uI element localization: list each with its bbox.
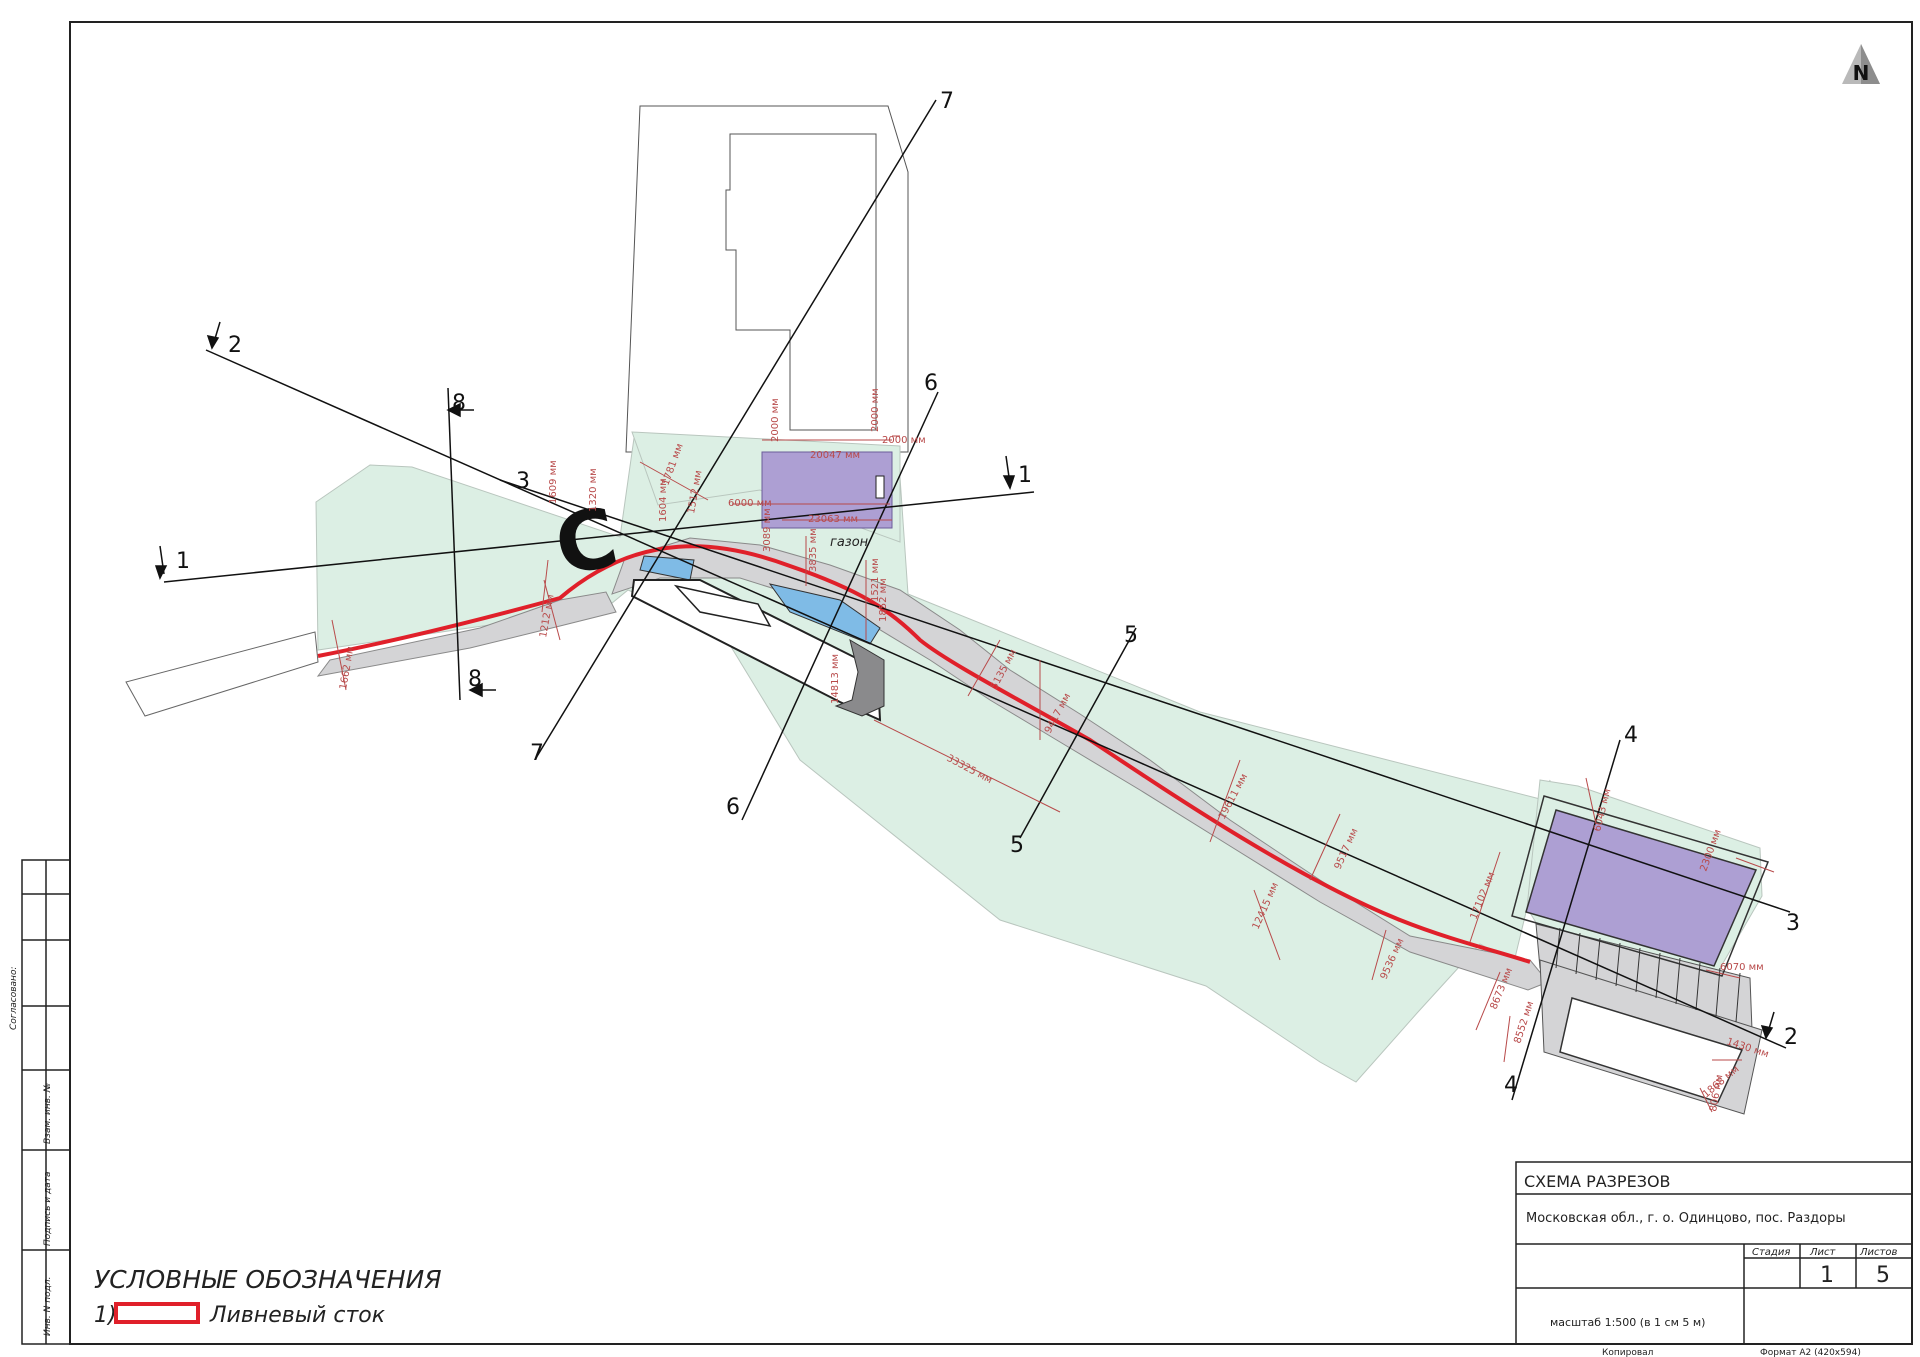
section-arrows bbox=[154, 321, 1775, 1040]
sheets-value: 5 bbox=[1876, 1263, 1890, 1288]
section-mark-7-south: 7 bbox=[530, 741, 544, 766]
scale-label: масштаб 1:500 (в 1 см 5 м) bbox=[1550, 1316, 1705, 1329]
inv-no-label: Взам. инв. № bbox=[43, 1083, 53, 1144]
copied-label: Копировал bbox=[1602, 1348, 1653, 1357]
section-mark-4-north: 4 bbox=[1624, 723, 1638, 748]
road-surface-west bbox=[316, 591, 617, 677]
inv-orig-label: Инв. N подл. bbox=[43, 1277, 53, 1336]
dim-label: 2000 мм bbox=[770, 398, 781, 442]
drawing-frame bbox=[69, 21, 1913, 1345]
building-purple-east-outline bbox=[1511, 795, 1770, 977]
agreed-label: Согласовано: bbox=[9, 967, 19, 1030]
dim-label: 8552 мм bbox=[1512, 1000, 1536, 1045]
dim-label: 2000 мм bbox=[870, 388, 881, 432]
sheets-label: Листов bbox=[1859, 1247, 1897, 1258]
dim-label: 14813 мм bbox=[830, 654, 841, 704]
dim-label: 23063 мм bbox=[808, 514, 858, 525]
legend: УСЛОВНЫЕ ОБОЗНАЧЕНИЯ 1) Ливневый сток bbox=[94, 1265, 442, 1328]
dim-label: 1609 мм bbox=[548, 460, 559, 504]
empty-lot bbox=[1559, 997, 1744, 1103]
meter-box bbox=[875, 475, 885, 499]
section-mark-3-east: 3 bbox=[1786, 911, 1800, 936]
legend-item-number: 1) bbox=[94, 1303, 117, 1328]
section-mark-5-south: 5 bbox=[1010, 833, 1024, 858]
section-mark-2-east: 2 bbox=[1784, 1025, 1798, 1050]
side-stamp-labels: Согласовано: Взам. инв. № Подпись и дата… bbox=[9, 967, 53, 1336]
sheet-value: 1 bbox=[1820, 1263, 1834, 1288]
house-inner bbox=[673, 584, 772, 628]
section-mark-6-south: 6 bbox=[726, 795, 740, 820]
legend-item-label: Ливневый сток bbox=[209, 1303, 386, 1328]
side-stamp bbox=[21, 859, 71, 1345]
lawn-label: газон bbox=[830, 535, 869, 550]
section-mark-2-west: 2 bbox=[228, 333, 242, 358]
sign-date-label: Подпись и дата bbox=[43, 1171, 53, 1246]
dim-label: 6070 мм bbox=[1720, 962, 1764, 973]
legend-swatch bbox=[114, 1302, 200, 1324]
section-mark-1-east: 1 bbox=[1018, 463, 1032, 488]
dim-label: 3835 мм bbox=[808, 528, 819, 572]
section-mark-7-north: 7 bbox=[940, 89, 954, 114]
stage-label: Стадия bbox=[1752, 1247, 1790, 1258]
dim-label: 1604 мм bbox=[658, 478, 669, 522]
dimension-lines bbox=[331, 435, 1775, 1113]
section-lines bbox=[163, 99, 1791, 1101]
storm-drain-line bbox=[317, 544, 1531, 964]
dim-label: 3089 мм bbox=[762, 508, 773, 552]
section-mark-6-north: 6 bbox=[924, 371, 938, 396]
section-mark-5-north: 5 bbox=[1124, 623, 1138, 648]
sheet-label: Лист bbox=[1809, 1247, 1837, 1258]
north-label: N bbox=[1853, 61, 1870, 85]
section-mark-4-south: 4 bbox=[1504, 1073, 1518, 1098]
neighbor-plot-outline bbox=[625, 105, 909, 453]
title-block-text: СХЕМА РАЗРЕЗОВ Московская обл., г. о. Од… bbox=[1524, 1172, 1897, 1357]
dim-label: 1852 мм bbox=[878, 578, 889, 622]
title-block bbox=[1515, 1161, 1913, 1345]
dim-label: 1521 мм bbox=[870, 558, 881, 602]
building-purple-east bbox=[1525, 809, 1758, 967]
neighbor-building-outline bbox=[725, 133, 877, 431]
dim-label: 20047 мм bbox=[810, 450, 860, 461]
section-marks: 1 1 2 2 3 3 4 4 5 5 6 6 7 7 8 8 bbox=[176, 89, 1800, 1098]
lawn-area bbox=[315, 433, 1551, 1083]
section-mark-3-west: 3 bbox=[516, 469, 530, 494]
north-arrow-icon: N bbox=[1842, 44, 1880, 85]
legend-title: УСЛОВНЫЕ ОБОЗНАЧЕНИЯ bbox=[94, 1265, 442, 1294]
building-purple-north bbox=[761, 451, 893, 529]
section-mark-1-west: 1 bbox=[176, 549, 190, 574]
dim-label: 1320 мм bbox=[588, 468, 599, 512]
dim-label: 6000 мм bbox=[728, 498, 772, 509]
dim-label: 2000 мм bbox=[882, 435, 926, 446]
house-terrace bbox=[834, 638, 885, 717]
drawing-title: СХЕМА РАЗРЕЗОВ bbox=[1524, 1172, 1671, 1191]
site-address: Московская обл., г. о. Одинцово, пос. Ра… bbox=[1526, 1211, 1846, 1226]
format-label: Формат А2 (420х594) bbox=[1760, 1348, 1861, 1357]
access-strip-outline bbox=[125, 631, 319, 717]
